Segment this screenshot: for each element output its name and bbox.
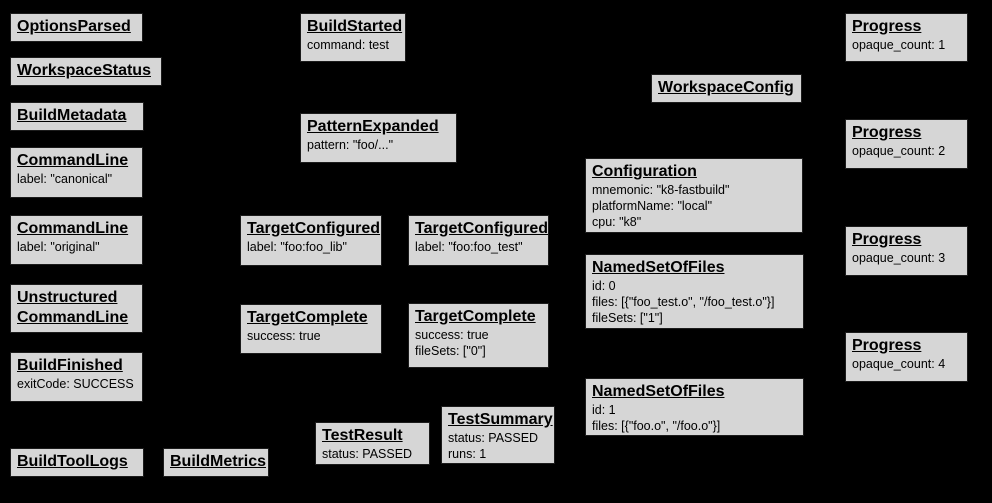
node-title: PatternExpanded xyxy=(307,118,439,135)
node-title: TestResult xyxy=(322,427,403,444)
node-progress-4: Progress opaque_count: 4 xyxy=(845,332,968,382)
node-build-finished: BuildFinished exitCode: SUCCESS xyxy=(10,352,143,402)
node-field: command: test xyxy=(307,38,389,52)
node-title: TargetComplete xyxy=(247,309,368,326)
node-command-line-canonical: CommandLine label: "canonical" xyxy=(10,147,143,198)
node-field: label: "foo:foo_lib" xyxy=(247,240,347,254)
node-field: fileSets: ["1"] xyxy=(592,311,663,325)
node-title: BuildStarted xyxy=(307,18,403,35)
node-named-set-of-files-0: NamedSetOfFiles id: 0 files: [{"foo_test… xyxy=(585,254,804,329)
node-command-line-original: CommandLine label: "original" xyxy=(10,215,143,265)
node-field: label: "foo:foo_test" xyxy=(415,240,523,254)
node-field: label: "canonical" xyxy=(17,172,113,186)
node-title: Progress xyxy=(852,231,922,248)
node-field: pattern: "foo/..." xyxy=(307,138,394,152)
node-field: exitCode: SUCCESS xyxy=(17,377,134,391)
node-build-tool-logs: BuildToolLogs xyxy=(10,448,144,477)
node-progress-2: Progress opaque_count: 2 xyxy=(845,119,968,169)
node-test-summary: TestSummary status: PASSED runs: 1 xyxy=(441,406,555,464)
node-field: label: "original" xyxy=(17,240,100,254)
node-progress-3: Progress opaque_count: 3 xyxy=(845,226,968,276)
node-field: cpu: "k8" xyxy=(592,215,642,229)
node-workspace-config: WorkspaceConfig xyxy=(651,74,802,103)
node-title: Unstructured xyxy=(17,289,118,306)
node-field: mnemonic: "k8-fastbuild" xyxy=(592,183,730,197)
node-build-started: BuildStarted command: test xyxy=(300,13,406,62)
node-title: CommandLine xyxy=(17,220,129,237)
node-options-parsed: OptionsParsed xyxy=(10,13,143,42)
node-title: OptionsParsed xyxy=(17,18,131,35)
node-configuration: Configuration mnemonic: "k8-fastbuild" p… xyxy=(585,158,803,233)
node-field: opaque_count: 2 xyxy=(852,144,946,158)
node-title: TargetComplete xyxy=(415,308,536,325)
node-title: TargetConfigured xyxy=(415,220,549,237)
node-field: files: [{"foo_test.o", "/foo_test.o"}] xyxy=(592,295,775,309)
node-field: fileSets: ["0"] xyxy=(415,344,486,358)
node-field: success: true xyxy=(415,328,489,342)
node-title: NamedSetOfFiles xyxy=(592,383,725,400)
node-title: CommandLine xyxy=(17,152,129,169)
node-pattern-expanded: PatternExpanded pattern: "foo/..." xyxy=(300,113,457,163)
node-target-complete-foo-test: TargetComplete success: true fileSets: [… xyxy=(408,303,549,368)
node-unstructured-command-line: Unstructured CommandLine xyxy=(10,284,143,333)
node-target-complete-foo-lib: TargetComplete success: true xyxy=(240,304,382,354)
node-field: opaque_count: 4 xyxy=(852,357,946,371)
node-title: Progress xyxy=(852,18,922,35)
node-field: opaque_count: 3 xyxy=(852,251,946,265)
node-title: BuildToolLogs xyxy=(17,453,128,470)
node-field: opaque_count: 1 xyxy=(852,38,946,52)
node-title: WorkspaceConfig xyxy=(658,79,794,96)
node-title: BuildMetadata xyxy=(17,107,127,124)
node-title: Progress xyxy=(852,124,922,141)
node-title: CommandLine xyxy=(17,309,129,326)
node-field: files: [{"foo.o", "/foo.o"}] xyxy=(592,419,721,433)
node-title: TestSummary xyxy=(448,411,553,428)
node-target-configured-foo-test: TargetConfigured label: "foo:foo_test" xyxy=(408,215,549,266)
node-workspace-status: WorkspaceStatus xyxy=(10,57,162,86)
node-field: id: 0 xyxy=(592,279,616,293)
node-title: BuildMetrics xyxy=(170,453,267,470)
node-named-set-of-files-1: NamedSetOfFiles id: 1 files: [{"foo.o", … xyxy=(585,378,804,436)
node-title: WorkspaceStatus xyxy=(17,62,151,79)
node-title: Configuration xyxy=(592,163,697,180)
node-progress-1: Progress opaque_count: 1 xyxy=(845,13,968,62)
node-title: TargetConfigured xyxy=(247,220,381,237)
node-test-result: TestResult status: PASSED xyxy=(315,422,430,465)
node-field: success: true xyxy=(247,329,321,343)
node-field: platformName: "local" xyxy=(592,199,713,213)
node-field: status: PASSED xyxy=(448,431,539,445)
node-build-metadata: BuildMetadata xyxy=(10,102,144,131)
node-build-metrics: BuildMetrics xyxy=(163,448,269,477)
node-field: id: 1 xyxy=(592,403,616,417)
node-title: Progress xyxy=(852,337,922,354)
node-field: status: PASSED xyxy=(322,447,413,461)
node-target-configured-foo-lib: TargetConfigured label: "foo:foo_lib" xyxy=(240,215,382,266)
node-title: NamedSetOfFiles xyxy=(592,259,725,276)
node-title: BuildFinished xyxy=(17,357,123,374)
node-field: runs: 1 xyxy=(448,447,487,461)
